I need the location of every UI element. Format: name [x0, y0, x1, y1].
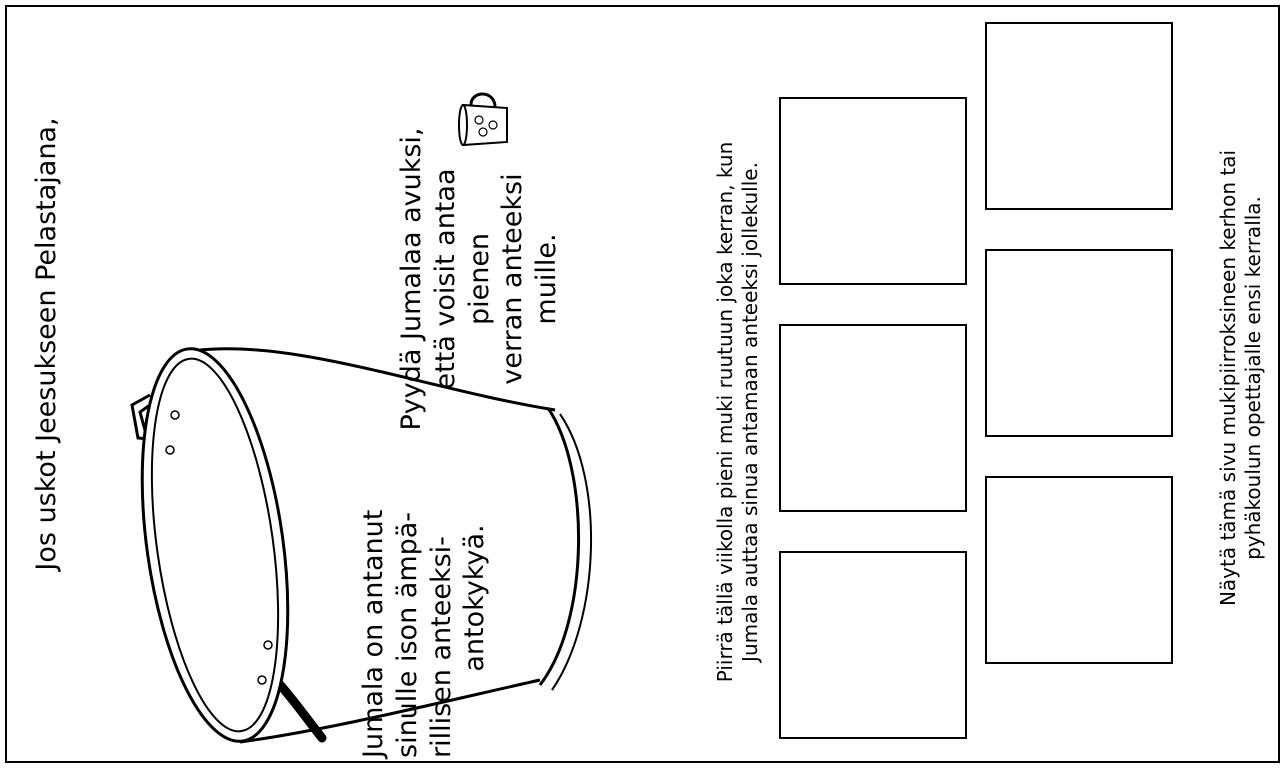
bucket-text-line: sinulle ison ämpä- [391, 511, 423, 758]
bucket-text: Jumala on antanut sinulle ison ämpä- ril… [357, 438, 537, 758]
footer-note-line: pyhäkoulun opettajalle ensi kerralla. [1241, 196, 1265, 560]
bucket-text-line: antokykyä. [459, 524, 491, 672]
drawing-box[interactable] [779, 324, 967, 512]
instruction-line: Piirrä tällä viikolla pieni muki ruutuun… [713, 141, 737, 683]
drawing-box[interactable] [985, 22, 1173, 210]
drawing-box[interactable] [985, 476, 1173, 664]
ask-text: Pyydä Jumalaa avuksi, että voisit antaa … [395, 109, 609, 449]
ask-text-line: verran anteeksi [497, 173, 529, 385]
ask-text-line: pienen [463, 232, 495, 326]
mug-icon [458, 92, 508, 147]
bucket-text-line: Jumala on antanut [358, 509, 389, 758]
drawing-box[interactable] [779, 97, 967, 285]
instruction-text: Piirrä tällä viikolla pieni muki ruutuun… [713, 82, 769, 742]
instruction-line: Jumala auttaa sinua antamaan anteeksi jo… [738, 162, 762, 662]
footer-note-line: Näytä tämä sivu mukipiirroksineen kerhon… [1216, 149, 1240, 607]
ask-text-line: että voisit antaa [429, 168, 461, 390]
ask-text-line: muille. [531, 233, 562, 325]
bucket-text-line: rillisen anteeksi- [425, 536, 457, 758]
ask-text-line: Pyydä Jumalaa avuksi, [396, 127, 427, 431]
drawing-box[interactable] [985, 249, 1173, 437]
footer-note: Näytä tämä sivu mukipiirroksineen kerhon… [1216, 68, 1272, 688]
drawing-box[interactable] [779, 551, 967, 739]
worksheet-frame [5, 5, 1280, 763]
